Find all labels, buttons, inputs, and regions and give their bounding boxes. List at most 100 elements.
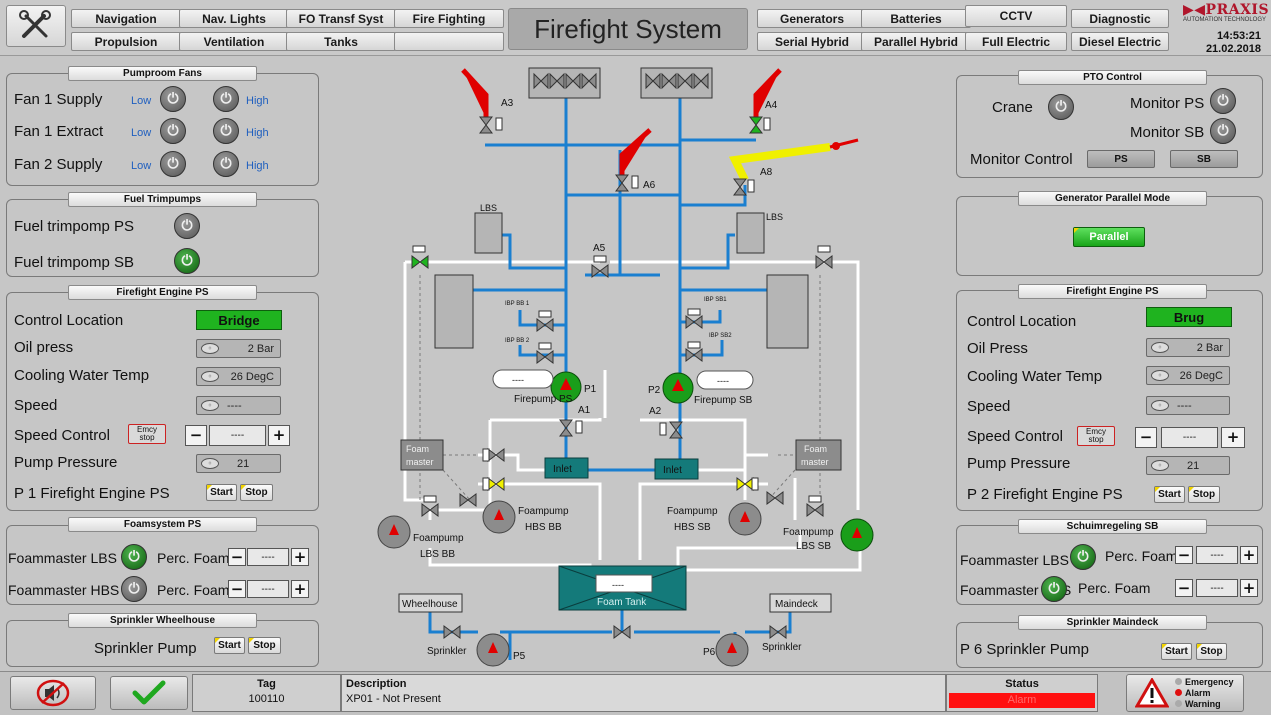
acknowledge-button[interactable] <box>110 676 188 710</box>
alarm-legend-button[interactable]: Emergency Alarm Warning <box>1126 674 1244 712</box>
logo-mark-icon: ▶◀ <box>1183 2 1206 18</box>
perc-foam-hbs-sb-field[interactable]: ---- <box>1196 579 1238 597</box>
emcy-stop-sb-button[interactable]: Emcy stop <box>1077 426 1115 446</box>
nav-diagnostic-button[interactable]: Diagnostic <box>1071 9 1169 28</box>
fuel-trimpomp-sb-power-button[interactable]: ⏻ <box>174 248 200 274</box>
foammaster-lbs-power-button[interactable]: ⏻ <box>121 544 147 570</box>
settings-tools-button[interactable] <box>6 5 66 47</box>
foammaster-hbs-power-button[interactable]: ⏻ <box>121 576 147 602</box>
perc-foam-hbs-decrease-button[interactable]: − <box>228 580 246 598</box>
nav-fo-transf-button[interactable]: FO Transf Syst <box>286 9 396 28</box>
label-firepump-sb: Firepump SB <box>694 395 753 406</box>
cooling-water-temp-value: 26 DegC <box>230 370 274 383</box>
nav-generators-button[interactable]: Generators <box>757 9 867 28</box>
sprinkler-wheelhouse-start-button[interactable]: Start <box>214 637 245 654</box>
fuel-trimpomp-ps-power-button[interactable]: ⏻ <box>174 213 200 239</box>
fan2-supply-low-power-button[interactable]: ⏻ <box>160 151 186 177</box>
p1-value: ---- <box>512 375 524 385</box>
foammaster-lbs-sb-power-button[interactable]: ⏻ <box>1070 544 1096 570</box>
speed-increase-button[interactable]: + <box>268 425 290 446</box>
control-location-value[interactable]: Bridge <box>196 310 282 330</box>
nav-nav-lights-button[interactable]: Nav. Lights <box>179 9 289 28</box>
nav-tanks-button[interactable]: Tanks <box>286 32 396 51</box>
control-location-sb-value[interactable]: Brug <box>1146 307 1232 327</box>
engine-sb-stop-button[interactable]: Stop <box>1188 486 1220 503</box>
fuel-trimpumps-panel <box>6 199 319 277</box>
speed-setpoint-field[interactable]: ---- <box>209 425 266 446</box>
nav-batteries-button[interactable]: Batteries <box>861 9 971 28</box>
pump-pressure-sb-label: Pump Pressure <box>967 455 1071 472</box>
perc-foam-lbs-sb-field[interactable]: ---- <box>1196 546 1238 564</box>
valve-ibp-sb1 <box>685 315 703 329</box>
fan2-supply-high-power-button[interactable]: ⏻ <box>213 151 239 177</box>
oil-press-sb-gauge: ◦2 Bar <box>1146 338 1230 357</box>
perc-foam-hbs-increase-button[interactable]: + <box>291 580 309 598</box>
fan1-supply-high-power-button[interactable]: ⏻ <box>213 86 239 112</box>
fan1-extract-high-power-button[interactable]: ⏻ <box>213 118 239 144</box>
label-a1: A1 <box>578 405 591 416</box>
nav-cctv-button[interactable]: CCTV <box>965 5 1067 27</box>
nav-serial-hybrid-button[interactable]: Serial Hybrid <box>757 32 867 51</box>
foammaster-hbs-label: Foammaster HBS <box>8 582 120 598</box>
monitor-control-sb-button[interactable]: SB <box>1170 150 1238 168</box>
nav-parallel-hybrid-button[interactable]: Parallel Hybrid <box>861 32 971 51</box>
monitor-sb-power-button[interactable]: ⏻ <box>1210 118 1236 144</box>
speed-sb-decrease-button[interactable]: − <box>1135 427 1157 448</box>
perc-foam-hbs-sb-increase-button[interactable]: + <box>1240 579 1258 597</box>
engine-sb-footer-label: P 2 Firefight Engine PS <box>967 486 1123 503</box>
engine-sb-start-button[interactable]: Start <box>1154 486 1185 503</box>
crane-power-button[interactable]: ⏻ <box>1048 94 1074 120</box>
legend-alarm: Alarm <box>1175 688 1234 699</box>
valve-foam-sb-4 <box>766 491 784 505</box>
parallel-button[interactable]: Parallel <box>1073 227 1145 247</box>
emcy-stop-button[interactable]: Emcy stop <box>128 424 166 444</box>
nav-navigation-button[interactable]: Navigation <box>71 9 181 28</box>
clock-date: 21.02.2018 <box>1205 43 1261 55</box>
nav-full-electric-button[interactable]: Full Electric <box>965 32 1067 51</box>
foammaster-hbs-sb-power-button[interactable]: ⏻ <box>1041 576 1067 602</box>
sprinkler-maindeck-stop-button[interactable]: Stop <box>1196 643 1227 660</box>
label-p2: P2 <box>648 385 661 396</box>
oil-press-value: 2 Bar <box>247 342 274 355</box>
perc-foam-hbs-sb-decrease-button[interactable]: − <box>1175 579 1193 597</box>
speed-sb-gauge: ◦---- <box>1146 396 1230 415</box>
perc-foam-lbs-sb-increase-button[interactable]: + <box>1240 546 1258 564</box>
label-foam-master-sb-1: Foam <box>804 444 827 454</box>
speed-sb-increase-button[interactable]: + <box>1221 427 1245 448</box>
nav-fire-fighting-button[interactable]: Fire Fighting <box>394 9 504 28</box>
perc-foam-hbs-field[interactable]: ---- <box>247 580 289 598</box>
perc-foam-lbs-decrease-button[interactable]: − <box>228 548 246 566</box>
nav-empty-button[interactable] <box>394 32 504 51</box>
status-cell: Status Alarm <box>946 674 1098 712</box>
monitor-control-ps-button[interactable]: PS <box>1087 150 1155 168</box>
mute-button[interactable] <box>10 676 96 710</box>
oil-press-label: Oil press <box>14 339 74 356</box>
perc-foam-lbs-field[interactable]: ---- <box>247 548 289 566</box>
perc-foam-lbs-sb-decrease-button[interactable]: − <box>1175 546 1193 564</box>
perc-foam-lbs-increase-button[interactable]: + <box>291 548 309 566</box>
gauge-icon: ◦ <box>1151 400 1169 411</box>
sprinkler-wheelhouse-stop-button[interactable]: Stop <box>248 637 281 654</box>
speed-decrease-button[interactable]: − <box>185 425 207 446</box>
warning-triangle-icon <box>1135 678 1169 708</box>
monitor-control-label: Monitor Control <box>970 151 1073 168</box>
legend-emergency: Emergency <box>1175 677 1234 688</box>
speed-sb-setpoint-field[interactable]: ---- <box>1161 427 1218 448</box>
valve-sprinkler-sb <box>769 625 787 639</box>
fan1-supply-high-label: High <box>246 95 269 107</box>
sprinkler-maindeck-start-button[interactable]: Start <box>1161 643 1192 660</box>
nav-diesel-electric-button[interactable]: Diesel Electric <box>1071 32 1169 51</box>
description-cell: Description XP01 - Not Present <box>341 674 946 712</box>
fan1-extract-low-power-button[interactable]: ⏻ <box>160 118 186 144</box>
monitor-ps-power-button[interactable]: ⏻ <box>1210 88 1236 114</box>
control-location-sb-label: Control Location <box>967 313 1077 330</box>
fan1-supply-low-power-button[interactable]: ⏻ <box>160 86 186 112</box>
nav-propulsion-button[interactable]: Propulsion <box>71 32 181 51</box>
engine-ps-stop-button[interactable]: Stop <box>240 484 273 501</box>
wheelhouse-box <box>398 593 463 613</box>
sprinkler-wheelhouse-title: Sprinkler Wheelhouse <box>68 613 257 628</box>
engine-ps-start-button[interactable]: Start <box>206 484 237 501</box>
valve-right-gray <box>815 255 833 269</box>
dashed-lines <box>419 275 821 501</box>
